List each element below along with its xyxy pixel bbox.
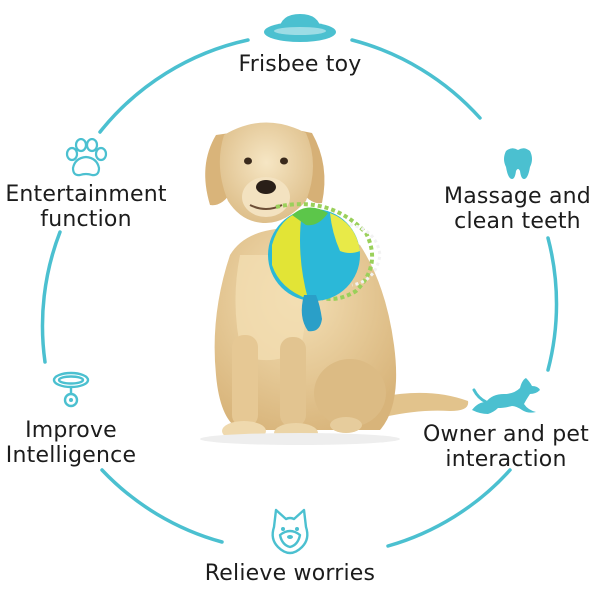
toy-ball-green-top bbox=[292, 207, 328, 226]
running-dog-icon bbox=[472, 378, 540, 414]
toy-ball-tab bbox=[301, 295, 322, 332]
ring-arc-left bbox=[40, 230, 62, 364]
dog-hind-leg bbox=[314, 359, 386, 427]
ring-arc-right bbox=[546, 236, 559, 372]
feature-label-line: Relieve worries bbox=[204, 561, 376, 586]
collar-icon bbox=[52, 371, 90, 408]
frisbee-icon bbox=[264, 14, 336, 42]
dog-eye-right bbox=[280, 157, 288, 165]
feature-owner-pet-interaction: Owner and pet interaction bbox=[412, 376, 600, 472]
feature-label-line: interaction bbox=[445, 447, 567, 472]
dog-nose bbox=[256, 180, 276, 194]
dog-paw-back bbox=[330, 417, 362, 433]
feature-label-line: Intelligence bbox=[5, 443, 137, 468]
tooth-icon bbox=[503, 148, 532, 179]
feature-label-line: Improve bbox=[25, 418, 117, 443]
feature-label: Improve Intelligence bbox=[0, 418, 142, 468]
feature-label-line: clean teeth bbox=[454, 209, 581, 234]
feature-label: Massage and clean teeth bbox=[435, 184, 600, 234]
feature-entertainment-function: Entertainment function bbox=[0, 138, 172, 232]
ball-rope bbox=[275, 202, 374, 301]
dog-with-ball-photo bbox=[200, 122, 469, 445]
dog-eye-left bbox=[244, 157, 252, 165]
ball-rope-loop bbox=[337, 221, 382, 287]
feature-label: Entertainment function bbox=[0, 182, 172, 232]
dog-tail bbox=[380, 392, 469, 417]
feature-label-line: Owner and pet bbox=[423, 422, 589, 447]
feature-label: Relieve worries bbox=[190, 561, 390, 586]
feature-improve-intelligence: Improve Intelligence bbox=[0, 370, 142, 468]
ring-arc-top-left bbox=[98, 38, 250, 134]
paw-icon bbox=[65, 138, 108, 177]
toy-ball-yellow-panel-right bbox=[330, 213, 360, 253]
ring-arc-bottom-left bbox=[100, 468, 224, 544]
feature-label-line: function bbox=[40, 207, 132, 232]
feature-label-line: Entertainment bbox=[5, 182, 167, 207]
toy-ball-yellow-panel-left bbox=[272, 211, 308, 299]
shiba-face-icon bbox=[271, 508, 309, 555]
dog-shadow bbox=[200, 433, 400, 445]
feature-label: Owner and pet interaction bbox=[412, 422, 600, 472]
feature-label-line: Frisbee toy bbox=[238, 52, 362, 77]
feature-relieve-worries: Relieve worries bbox=[190, 507, 390, 586]
feature-label-line: Massage and bbox=[444, 184, 591, 209]
dog-front-leg-right bbox=[280, 337, 306, 427]
feature-frisbee-toy: Frisbee toy bbox=[200, 12, 400, 77]
ring-arc-bottom-right bbox=[386, 468, 512, 548]
dog-front-leg-left bbox=[232, 335, 258, 427]
ring-arc-top-right bbox=[350, 38, 482, 120]
feature-label: Frisbee toy bbox=[200, 52, 400, 77]
feature-massage-clean-teeth: Massage and clean teeth bbox=[435, 145, 600, 234]
